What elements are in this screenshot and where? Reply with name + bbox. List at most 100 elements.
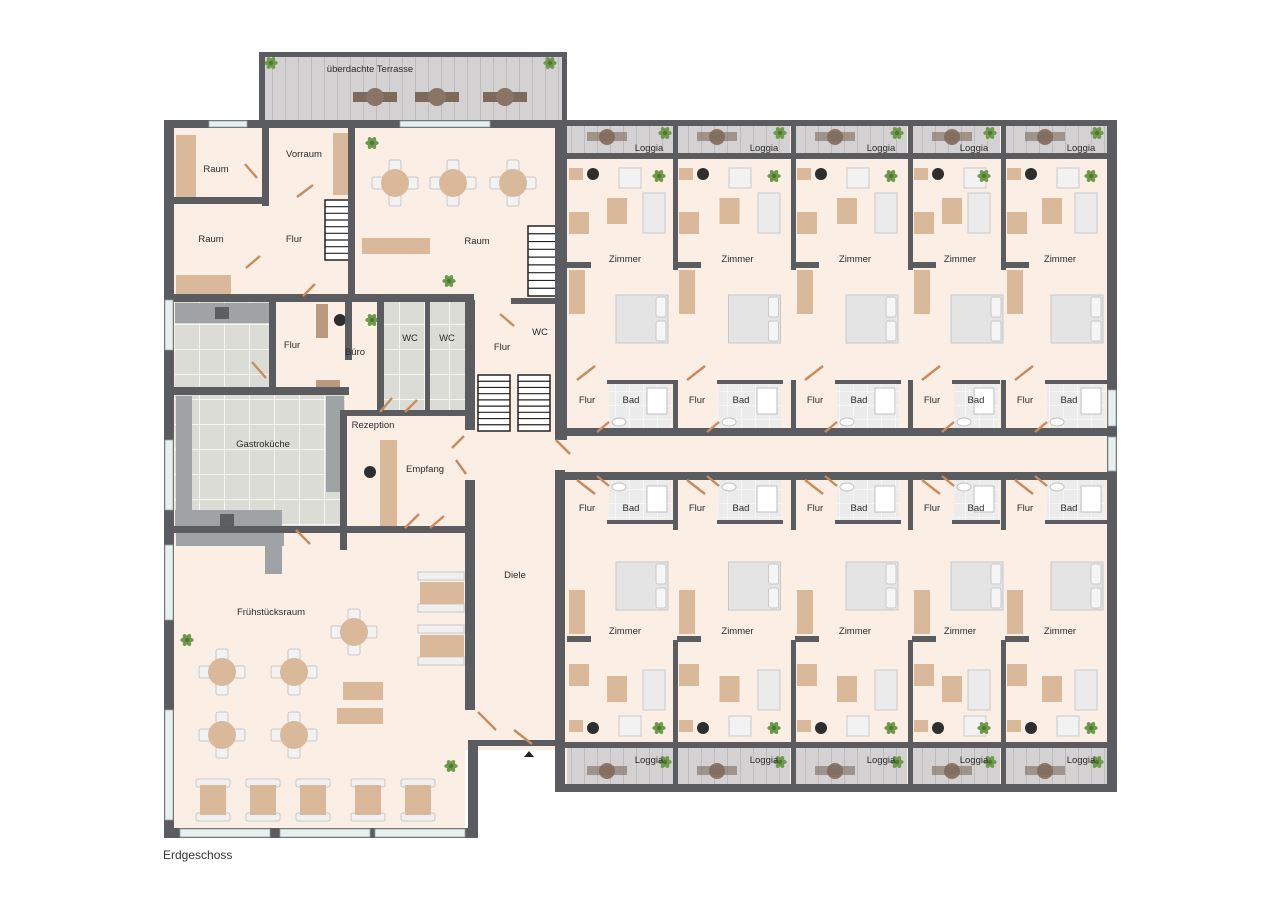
label-flur-3: Flur: [494, 342, 510, 353]
label-wc-3: WC: [532, 327, 548, 338]
toilet: [1049, 482, 1065, 492]
toilet: [1049, 417, 1065, 427]
window: [1107, 436, 1117, 472]
pillow: [655, 563, 667, 585]
coffee-table: [837, 676, 857, 702]
floor-caption: Erdgeschoss: [163, 848, 233, 862]
shower: [646, 387, 668, 415]
round-table: [439, 169, 467, 197]
wall: [908, 640, 913, 792]
wall: [673, 120, 678, 270]
wall: [565, 472, 1110, 480]
window: [208, 120, 248, 128]
toilet: [956, 417, 972, 427]
window: [164, 439, 174, 511]
loggia-bench: [587, 132, 627, 141]
label-loggia-top: Loggia: [750, 143, 779, 154]
wardrobe: [569, 590, 585, 634]
wall: [555, 120, 567, 440]
label-zimmer-bottom: Zimmer: [1044, 626, 1076, 637]
wall: [835, 520, 901, 524]
armchair: [618, 715, 642, 737]
coffee-table: [719, 676, 740, 702]
chair-icon: [1025, 168, 1037, 180]
buffet: [337, 708, 383, 724]
loggia-bench: [932, 132, 972, 141]
door-leaf: [404, 513, 420, 529]
label-zimmer-top: Zimmer: [839, 254, 871, 265]
table: [420, 582, 464, 604]
label-zimmer-bottom: Zimmer: [944, 626, 976, 637]
wall: [555, 784, 1117, 792]
round-table: [366, 88, 384, 106]
plant-icon: [983, 126, 997, 140]
label-zimmer-bottom: Zimmer: [721, 626, 753, 637]
round-table: [496, 88, 514, 106]
pillow: [885, 563, 897, 585]
loggia-bench: [697, 132, 737, 141]
wall: [1005, 636, 1029, 642]
chair-icon: [815, 168, 827, 180]
wall: [555, 470, 565, 792]
wall: [791, 640, 796, 792]
label-loggia-top: Loggia: [635, 143, 664, 154]
wardrobe: [914, 590, 930, 634]
chair-icon: [697, 168, 709, 180]
wall: [673, 640, 678, 792]
wall: [717, 520, 783, 524]
label-wc-2: WC: [439, 333, 455, 344]
door-leaf: [941, 475, 955, 487]
hotel-room-furniture: [569, 167, 1104, 737]
label-flur-bottom: Flur: [689, 503, 705, 514]
diele-floor: [465, 300, 565, 750]
plant-icon: [767, 169, 781, 183]
wall: [1001, 478, 1006, 530]
pillow: [768, 296, 779, 318]
wall: [567, 636, 591, 642]
sofa: [642, 192, 666, 234]
desk: [1007, 212, 1027, 234]
nightstand: [679, 720, 693, 732]
pillow: [1090, 587, 1102, 609]
toilet: [839, 417, 855, 427]
plant-icon: [543, 56, 557, 70]
label-fruehstuecksraum: Frühstücksraum: [237, 607, 305, 618]
label-raum-2: Raum: [198, 234, 223, 245]
toilet: [721, 417, 737, 427]
label-bad-top: Bad: [733, 395, 750, 406]
sofa: [874, 192, 898, 234]
door-leaf: [1014, 365, 1034, 381]
label-loggia-bottom: Loggia: [1067, 755, 1096, 766]
pillow: [768, 320, 779, 342]
plant-icon: [767, 721, 781, 735]
sofa: [757, 669, 781, 711]
stairs: [324, 199, 557, 432]
door-leaf: [596, 421, 610, 433]
label-loggia-bottom: Loggia: [750, 755, 779, 766]
shower: [1080, 485, 1102, 513]
wall: [425, 300, 430, 415]
room-labels: überdachte Terrasse Raum Vorraum Raum Fl…: [198, 64, 1096, 766]
kitchen-counter: [176, 396, 192, 514]
toilet: [956, 482, 972, 492]
coffee-table: [1042, 198, 1062, 224]
door-leaf: [576, 365, 596, 381]
armchair: [846, 167, 870, 189]
label-diele: Diele: [504, 570, 526, 581]
door-leaf: [244, 163, 258, 179]
coffee-table: [942, 676, 962, 702]
chair-icon: [364, 466, 376, 478]
door-leaf: [921, 479, 941, 495]
wall: [607, 380, 673, 384]
door-leaf: [686, 479, 706, 495]
label-vorraum: Vorraum: [286, 149, 322, 160]
label-raum-3: Raum: [464, 236, 489, 247]
wall: [468, 740, 478, 838]
label-bad-top: Bad: [1061, 395, 1078, 406]
chair-icon: [587, 168, 599, 180]
wall: [345, 300, 352, 360]
loggia-bench: [587, 766, 627, 775]
wall: [1001, 380, 1006, 430]
table: [250, 785, 276, 815]
kitchen-counter: [326, 396, 344, 492]
